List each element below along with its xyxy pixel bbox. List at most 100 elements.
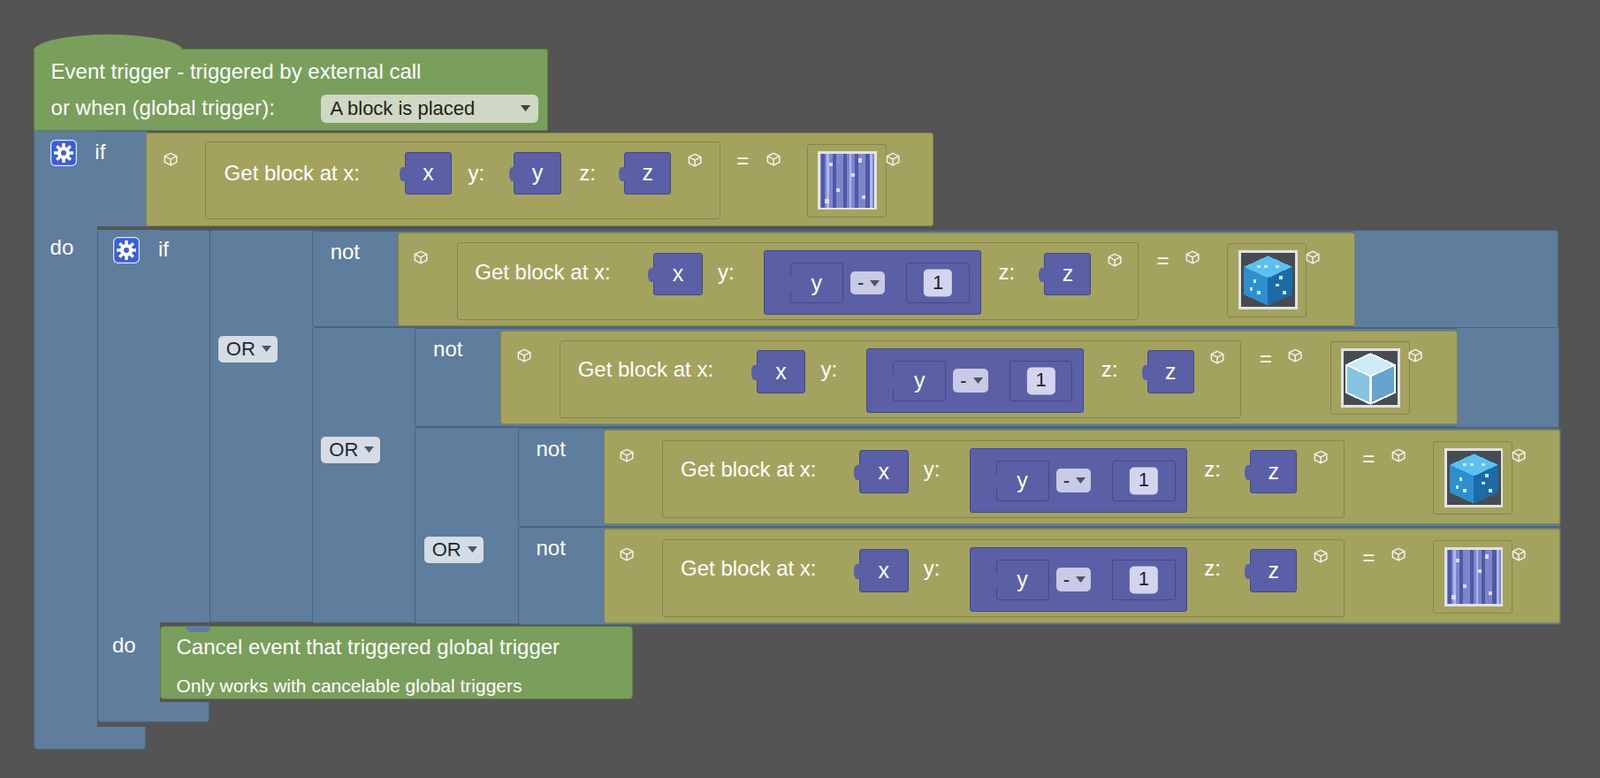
cube-icon xyxy=(1391,448,1406,463)
svg-path xyxy=(364,446,374,453)
svg-path xyxy=(1449,464,1474,504)
svg-svg xyxy=(1391,547,1406,562)
image-slot xyxy=(1226,243,1307,317)
get-block-block: Get block at x:y:z:x-y1z xyxy=(662,539,1344,618)
cube-icon xyxy=(1210,350,1225,365)
svg-svg xyxy=(1408,348,1423,363)
svg-rect xyxy=(1257,265,1261,269)
event-trigger-block: Event trigger - triggered by external ca… xyxy=(33,48,549,130)
block-texture xyxy=(1238,250,1298,310)
logic-block: not=Get block at x:y:z:x-y1z xyxy=(414,327,1457,427)
dropdown-arrow xyxy=(520,105,531,112)
variable-name: x xyxy=(654,253,701,295)
variable-block: y xyxy=(996,460,1050,502)
svg-rect xyxy=(849,151,853,211)
variable-block: z xyxy=(1147,350,1195,393)
svg-circle xyxy=(60,150,67,156)
variable-block: x xyxy=(404,152,452,195)
svg-rect xyxy=(1445,449,1502,506)
cube-icon xyxy=(1511,547,1526,562)
svg-rect xyxy=(1239,251,1296,309)
block-label: if xyxy=(94,139,106,165)
svg-svg xyxy=(517,348,532,363)
logic-block: ORnot=Get block at x:y:z:x-y1zORnot=Get … xyxy=(312,327,1560,624)
svg-rect xyxy=(1444,547,1504,607)
block-label: y: xyxy=(468,160,486,186)
logic-block: ORnot=Get block at x:y:z:x-y1zORnot=Get … xyxy=(209,229,1559,623)
svg-path xyxy=(1346,353,1395,404)
svg-rect xyxy=(1492,547,1496,607)
dropdown-arrow xyxy=(467,546,478,553)
cube-icon xyxy=(885,152,900,167)
connector-tab xyxy=(1244,464,1251,480)
cube-icon xyxy=(687,152,702,168)
svg-path xyxy=(1306,251,1319,264)
block-label: z: xyxy=(579,160,596,186)
compare-block: =Get block at x:y:z:x-y1z xyxy=(603,528,1562,623)
svg-rect xyxy=(1252,280,1257,284)
if-bottom xyxy=(33,726,146,751)
svg-rect xyxy=(1340,348,1401,408)
svg-circle xyxy=(120,243,133,257)
svg-rect xyxy=(1470,547,1474,607)
svg-svg xyxy=(1511,547,1526,562)
cube-icon xyxy=(517,348,532,363)
svg-svg xyxy=(1107,252,1122,267)
block-label: not xyxy=(535,535,565,561)
svg-svg xyxy=(1391,448,1406,463)
variable-block: y xyxy=(996,559,1050,601)
cube-icon xyxy=(1313,548,1328,564)
svg-svg xyxy=(766,152,781,167)
cube-icon xyxy=(1107,252,1122,267)
block-label: Get block at x: xyxy=(680,556,816,581)
variable-block: z xyxy=(1249,548,1297,592)
block-label: y: xyxy=(820,357,838,382)
svg-path xyxy=(520,105,531,112)
logic-block: not=Get block at x:y:z:x-y1z xyxy=(518,526,1562,625)
svg-path xyxy=(1512,449,1524,461)
svg-svg xyxy=(1075,576,1086,583)
number-field: 1 xyxy=(1129,565,1159,594)
svg-svg xyxy=(973,377,983,384)
svg-svg xyxy=(1287,348,1303,363)
variable-name: z xyxy=(624,152,671,194)
variable-block: x xyxy=(756,350,806,393)
if-bottom xyxy=(97,701,210,723)
number-block: 1 xyxy=(1009,360,1074,402)
svg-rect xyxy=(829,161,833,166)
svg-path xyxy=(164,152,176,165)
svg-svg xyxy=(1305,250,1320,265)
svg-path xyxy=(620,548,633,560)
svg-path xyxy=(518,349,530,361)
math-dropdown: - xyxy=(952,368,988,393)
svg-rect xyxy=(858,158,862,162)
svg-svg xyxy=(1210,350,1225,365)
svg-svg xyxy=(1238,250,1298,310)
svg-svg xyxy=(467,546,478,553)
block-label: = xyxy=(736,148,749,174)
svg-rect xyxy=(1264,265,1268,269)
svg-path xyxy=(467,546,478,553)
svg-rect xyxy=(1480,463,1485,467)
number-field: 1 xyxy=(1026,366,1055,395)
variable-name: z xyxy=(1250,549,1296,591)
svg-rect xyxy=(1238,250,1298,310)
block-label: Event trigger - triggered by external ca… xyxy=(51,59,422,84)
operator-text: - xyxy=(1063,469,1070,493)
connector-tab xyxy=(990,474,998,489)
image-slot xyxy=(807,144,887,218)
block-texture xyxy=(1444,448,1504,508)
svg-rect xyxy=(1444,448,1504,508)
svg-svg xyxy=(113,236,140,264)
variable-name: z xyxy=(1044,253,1090,295)
svg-rect xyxy=(819,152,877,209)
block-label: y: xyxy=(923,556,941,581)
cube-icon xyxy=(1287,348,1303,363)
variable-name: z xyxy=(1250,450,1296,492)
svg-rect xyxy=(1341,349,1399,406)
variable-name: y xyxy=(893,361,945,401)
if-block: ifdoORnot=Get block at x:y:z:x-y1zORnot=… xyxy=(97,229,210,724)
svg-rect xyxy=(1480,547,1485,607)
svg-rect xyxy=(866,151,870,211)
math-dropdown: - xyxy=(850,271,885,296)
